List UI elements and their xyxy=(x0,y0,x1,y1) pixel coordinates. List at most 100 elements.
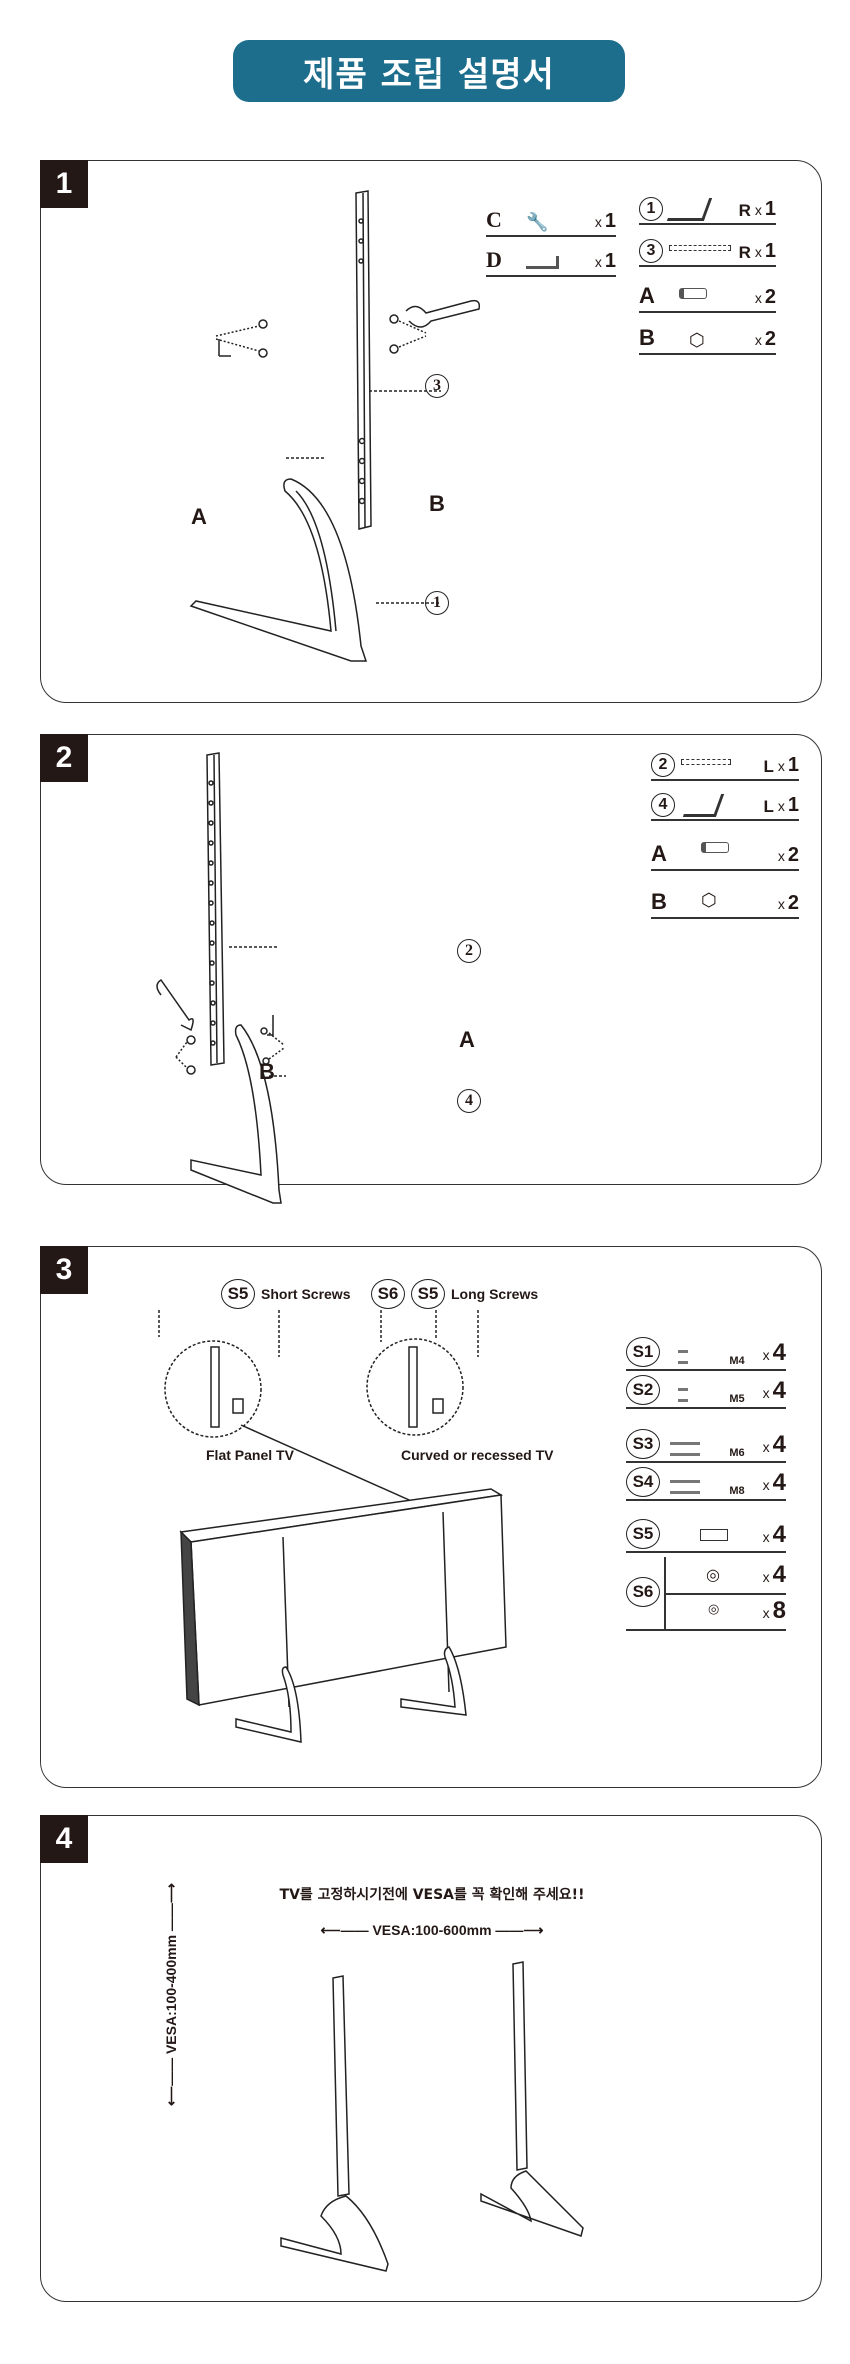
callout-b: B xyxy=(429,491,445,516)
long-screws-label: S6 S5 Long Screws xyxy=(371,1279,538,1309)
part-number: 3 xyxy=(639,239,663,263)
side-label: L xyxy=(763,757,774,776)
vesa-notice: TV를 고정하시기전에 VESA를 꼭 확인해 주세요!! xyxy=(279,1887,585,1903)
nut-icon: ⬡ xyxy=(701,890,717,910)
bar-holes xyxy=(358,218,366,505)
screw-size: M4 xyxy=(729,1355,745,1367)
base-leg-icon xyxy=(682,794,725,817)
step-2-diagram xyxy=(156,752,286,1204)
nut-icon: ⬡ xyxy=(689,330,705,350)
part-label: A xyxy=(651,841,667,866)
s5-tag: S5 xyxy=(411,1279,445,1309)
screw-tag: S2 xyxy=(626,1375,660,1405)
callout-part-2: 2 xyxy=(457,939,481,963)
step-number-badge: 1 xyxy=(40,160,88,208)
side-label: L xyxy=(763,797,774,816)
flat-panel-label: Flat Panel TV xyxy=(206,1447,294,1463)
washer-icon: ◎ xyxy=(708,1601,720,1616)
screw-size: M6 xyxy=(729,1447,745,1459)
screw-tag: S3 xyxy=(626,1429,660,1459)
curved-tv-label: Curved or recessed TV xyxy=(401,1447,554,1463)
callout-b: B xyxy=(259,1059,275,1084)
part-number: 2 xyxy=(651,753,675,777)
s5-tag: S5 xyxy=(221,1279,255,1309)
screw-size: M8 xyxy=(729,1485,745,1497)
screw-icon: ▬▬ xyxy=(678,1345,688,1367)
screw-tag: S4 xyxy=(626,1467,660,1497)
screw-tag: S5 xyxy=(626,1519,660,1549)
s6-tag: S6 xyxy=(371,1279,405,1309)
vesa-horizontal-range: ⟵—— VESA:100-600mm ——⟶ xyxy=(320,1922,544,1938)
short-screws-text: Short Screws xyxy=(261,1286,351,1302)
vesa-h-text: VESA:100-600mm xyxy=(372,1922,492,1938)
screw-icon: ▬▬ xyxy=(678,1383,688,1405)
side-label: R xyxy=(738,201,751,220)
page-title: 제품 조립 설명서 xyxy=(233,40,625,102)
part-number: 4 xyxy=(651,793,675,817)
bolt-icon xyxy=(701,842,729,853)
long-screws-text: Long Screws xyxy=(451,1286,539,1302)
step-3-panel: 3 S5 Short Screws S6 S5 Long Screws Flat… xyxy=(40,1246,822,1788)
spacer-icon: ◎ xyxy=(706,1567,720,1584)
part-number: 1 xyxy=(639,197,663,221)
short-screws-label: S5 Short Screws xyxy=(221,1279,350,1309)
upright-bar-icon xyxy=(681,759,731,765)
step-number-badge: 2 xyxy=(40,734,88,782)
hex-key-icon xyxy=(526,256,559,269)
tool-label: C xyxy=(486,207,502,232)
step-4-diagram xyxy=(280,1961,584,2272)
bar-holes xyxy=(208,780,216,1046)
part-label: B xyxy=(651,889,667,914)
wrench-icon: 🔧 xyxy=(526,212,549,232)
step-number-badge: 4 xyxy=(40,1815,88,1863)
screw-tag: S1 xyxy=(626,1337,660,1367)
screw-size: M5 xyxy=(729,1393,745,1405)
callout-part-1: 1 xyxy=(425,591,449,615)
bolt-icon xyxy=(679,288,707,299)
step-3-diagram xyxy=(158,1310,507,1743)
upright-bar-icon xyxy=(669,245,731,251)
screw-icon: ▬▬▬▬▬▬ xyxy=(670,1475,700,1497)
callout-a: A xyxy=(191,504,207,529)
screw-tag: S6 xyxy=(626,1577,660,1607)
callout-a: A xyxy=(459,1027,475,1052)
callout-part-3: 3 xyxy=(425,374,449,398)
tool-label: D xyxy=(486,247,502,272)
step-1-diagram xyxy=(189,190,481,662)
step-number-badge: 3 xyxy=(40,1246,88,1294)
base-leg-icon xyxy=(666,198,713,221)
